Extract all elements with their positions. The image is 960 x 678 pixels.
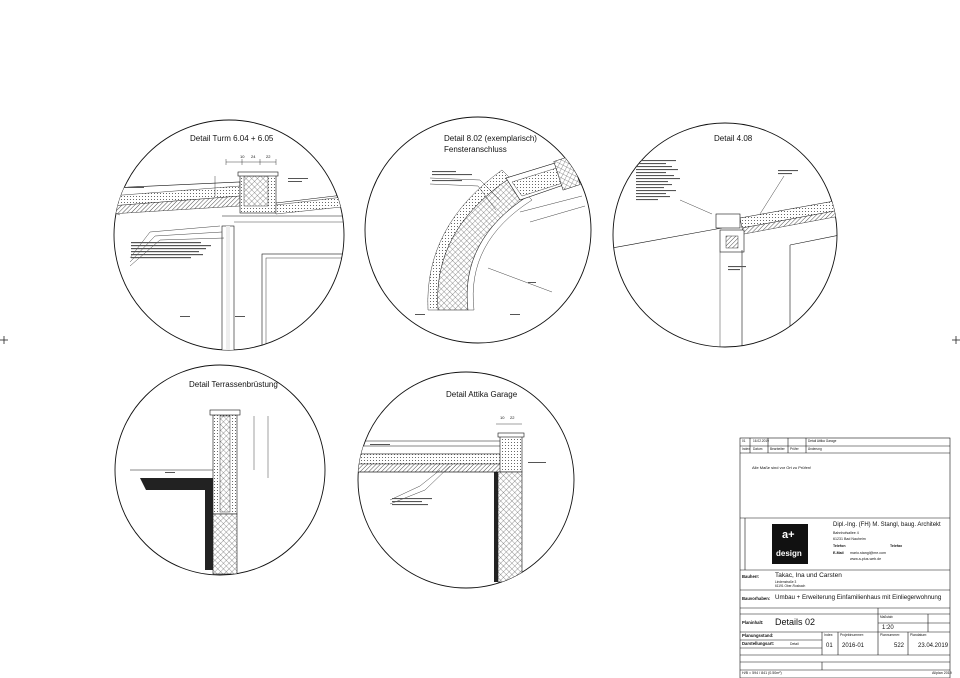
fax-label: Telefax (890, 544, 903, 548)
detail-title-4-08: Detail 4.08 (714, 134, 753, 143)
footer-right: Allplan 2019 (932, 671, 952, 675)
email-label: E-Mail (833, 551, 844, 555)
sheet-frame (0, 336, 960, 344)
detail-subtitle-8-02: Fensteranschluss (444, 145, 507, 154)
project-no-value: 2016-01 (842, 643, 865, 649)
dim-turm-2: 24 (251, 154, 256, 159)
dim-turm-3: 22 (266, 154, 271, 159)
logo-word: design (776, 549, 802, 558)
rev-header-date: Datum (753, 447, 763, 451)
rev-index: 01 (742, 439, 746, 443)
rev-header-change: Änderung (808, 447, 822, 451)
project-name: Umbau + Erweiterung Einfamilienhaus mit … (775, 594, 942, 601)
dim-turm-1: 10 (240, 154, 245, 159)
phase-value: Detail (790, 642, 799, 646)
footer-left: H/B = 594 / 841 (0.50m²) (742, 671, 782, 675)
logo-mark: a+ (782, 529, 795, 541)
rev-desc: Detail Attika Garage (808, 439, 837, 443)
rev-header-checker: Prüfer (790, 447, 799, 451)
detail-title-terrassenbruestung: Detail Terrassenbrüstung (189, 380, 278, 389)
title-block-frame (739, 437, 951, 678)
client-city: 61191 Ober-Rosbach (775, 584, 806, 588)
logo-box (772, 524, 808, 564)
detail-title-turm: Detail Turm 6.04 + 6.05 (190, 134, 274, 143)
rev-header-editor: Bearbeiter (770, 447, 785, 451)
dim-attika-1: 10 (500, 415, 505, 420)
planning-label: Planungsstand: (742, 633, 774, 638)
plan-name: Details 02 (775, 617, 816, 627)
plan-no-value: 522 (894, 643, 905, 649)
project-label: Bauvorhaben: (742, 596, 771, 601)
plan-label: Planinhalt: (742, 620, 764, 625)
index-value: 01 (826, 643, 833, 649)
date-label: Plandatum: (910, 633, 928, 637)
project-no-label: Projektnummer: (840, 633, 864, 637)
client-name: Takac, Ina und Carsten (775, 572, 842, 579)
detail-attika-garage (357, 371, 575, 589)
rev-header-index: Index (742, 447, 750, 451)
detail-title-8-02: Detail 8.02 (exemplarisch) (444, 134, 537, 143)
web-value: www.a-plus-web.de (850, 557, 882, 561)
date-value: 23.04.2019 (918, 643, 949, 649)
email-value: mario.stangl@me.com (850, 551, 887, 555)
architect-city: 61231 Bad Nauheim (833, 537, 866, 541)
dim-attika-2: 22 (510, 415, 515, 420)
detail-terrassenbruestung (114, 364, 326, 576)
phase-label: Darstellungsart: (742, 641, 775, 646)
plan-no-label: Plannummer: (880, 633, 901, 637)
index-label: Index: (824, 633, 834, 637)
scale-value: 1:20 (882, 625, 894, 631)
detail-4-08 (612, 122, 838, 348)
client-street: Lindenstraße 3 (775, 580, 797, 584)
architect-name: Dipl.-Ing. (FH) M. Stangl, baug. Archite… (833, 522, 941, 528)
detail-turm (113, 119, 345, 351)
scale-label: Maßstab: (880, 615, 894, 619)
rev-date: 16.02.2019 (753, 439, 769, 443)
phone-label: Telefon (833, 544, 846, 548)
detail-title-attika-garage: Detail Attika Garage (446, 390, 518, 399)
architect-street: Bahnhofsallee 4 (833, 531, 859, 535)
client-label: Bauherr: (742, 574, 760, 579)
site-note: Alle Maße sind vor Ort zu Prüfen! (752, 465, 812, 470)
detail-8-02 (364, 116, 592, 344)
